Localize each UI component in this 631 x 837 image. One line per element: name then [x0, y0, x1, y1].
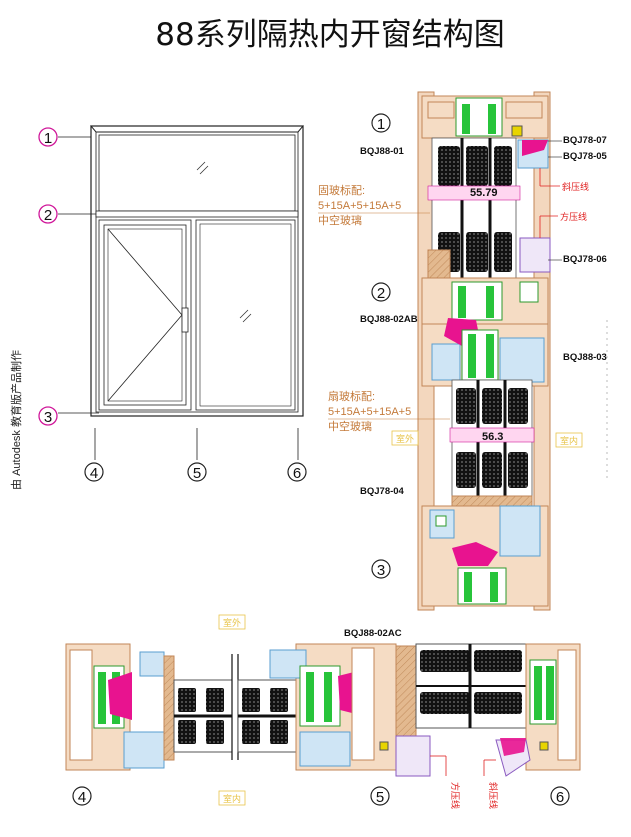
svg-text:5: 5	[193, 465, 201, 482]
vertical-section	[417, 91, 551, 611]
svg-text:3: 3	[44, 409, 52, 426]
label-bqj78-06: BQJ78-06	[563, 254, 607, 265]
marker-2: 2	[38, 204, 58, 224]
svg-text:3: 3	[377, 562, 385, 579]
fixed-glass-label: 固玻标配:	[318, 183, 365, 197]
svg-text:4: 4	[78, 789, 86, 806]
label-slanted-bead-bottom: 斜压线	[488, 782, 499, 809]
svg-text:6: 6	[293, 465, 301, 482]
marker-4: 4	[84, 462, 104, 482]
svg-text:4: 4	[90, 465, 98, 482]
marker-1: 1	[38, 127, 58, 147]
bottom-marker-5: 5	[370, 786, 390, 806]
tag-outdoor-bottom: 室外	[223, 617, 241, 628]
sash-glass-spec: 5+15A+5+15A+5	[328, 406, 411, 418]
tag-outdoor: 室外	[396, 433, 414, 444]
label-bqj88-03: BQJ88-03	[563, 352, 607, 363]
svg-text:6: 6	[556, 789, 564, 806]
dimension-fixed: 55.79	[470, 187, 498, 199]
fixed-glass-type: 中空玻璃	[318, 213, 362, 227]
bottom-marker-4: 4	[72, 786, 92, 806]
fixed-glass-spec: 5+15A+5+15A+5	[318, 200, 401, 212]
marker-3: 3	[38, 406, 58, 426]
label-bqj78-07: BQJ78-07	[563, 135, 607, 146]
bottom-marker-6: 6	[550, 786, 570, 806]
page-title: 88系列隔热内开窗结构图	[155, 17, 504, 53]
tag-indoor-bottom: 室内	[223, 793, 241, 804]
svg-text:2: 2	[377, 285, 385, 302]
marker-6: 6	[287, 462, 307, 482]
tag-indoor: 室内	[560, 435, 578, 446]
label-square-bead-bottom: 方压线	[450, 782, 461, 809]
svg-text:1: 1	[377, 116, 385, 133]
label-bqj88-02ac: BQJ88-02AC	[344, 628, 402, 639]
section-marker-2: 2	[371, 282, 391, 302]
dimension-sash: 56.3	[482, 431, 503, 443]
section-marker-1: 1	[371, 113, 391, 133]
sash-glass-label: 扇玻标配:	[328, 389, 375, 403]
watermark-text: 由 Autodesk 教育版产品制作	[9, 350, 23, 490]
sash-glass-type: 中空玻璃	[328, 419, 372, 433]
label-square-bead: 方压线	[560, 211, 587, 222]
label-bqj88-01: BQJ88-01	[360, 146, 405, 157]
window-elevation	[58, 125, 305, 460]
label-bqj78-05: BQJ78-05	[563, 151, 608, 162]
label-bqj78-04: BQJ78-04	[360, 486, 405, 497]
svg-text:5: 5	[376, 789, 384, 806]
label-slanted-bead: 斜压线	[562, 181, 589, 192]
section-marker-3: 3	[371, 559, 391, 579]
svg-text:2: 2	[44, 207, 52, 224]
marker-5: 5	[187, 462, 207, 482]
svg-text:1: 1	[44, 130, 52, 147]
horizontal-section	[65, 643, 581, 777]
label-bqj88-02ab: BQJ88-02AB	[360, 314, 418, 325]
